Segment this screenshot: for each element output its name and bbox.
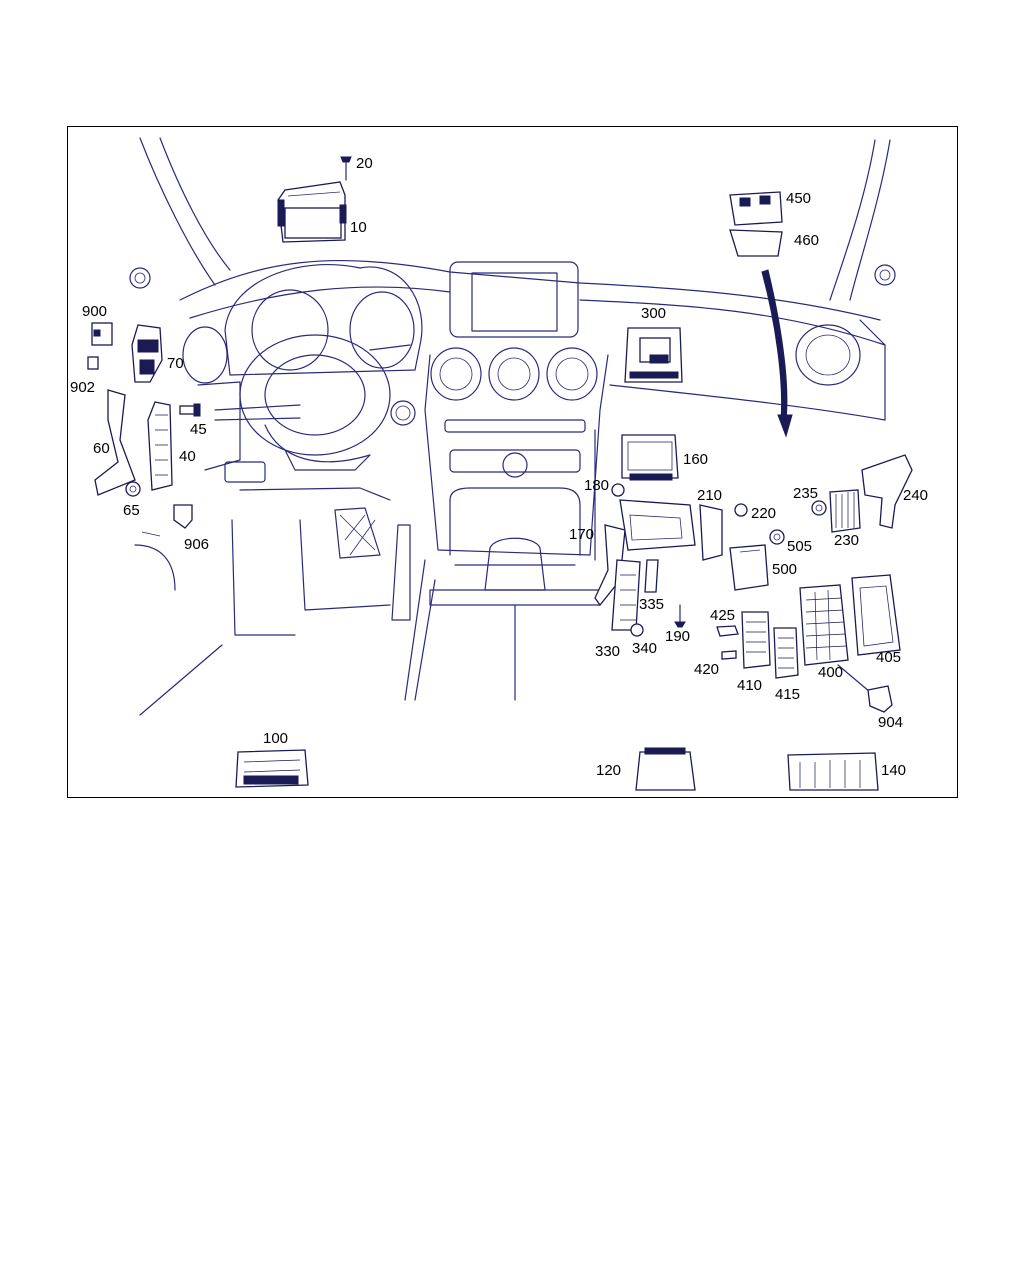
part-405	[851, 574, 901, 656]
part-220	[734, 503, 748, 517]
label-335: 335	[639, 596, 664, 613]
label-65: 65	[123, 502, 140, 519]
part-120	[635, 747, 696, 791]
part-70	[131, 324, 163, 383]
part-labels: 20 10 450 460 900 70 902 300 45 60 40 16…	[70, 155, 928, 779]
part-45	[179, 403, 201, 417]
part-230	[829, 489, 861, 533]
part-425	[716, 625, 739, 637]
label-400: 400	[818, 664, 843, 681]
label-20: 20	[356, 155, 373, 172]
label-230: 230	[834, 532, 859, 549]
part-65	[125, 481, 141, 497]
part-180	[611, 483, 625, 497]
label-906: 906	[184, 536, 209, 553]
part-330	[611, 559, 641, 631]
label-340: 340	[632, 640, 657, 657]
part-902	[87, 356, 99, 370]
label-140: 140	[881, 762, 906, 779]
parts	[87, 156, 913, 791]
label-160: 160	[683, 451, 708, 468]
label-240: 240	[903, 487, 928, 504]
part-900	[91, 322, 113, 346]
label-330: 330	[595, 643, 620, 660]
part-906	[173, 504, 193, 529]
label-235: 235	[793, 485, 818, 502]
label-40: 40	[179, 448, 196, 465]
label-410: 410	[737, 677, 762, 694]
part-190	[674, 604, 686, 628]
label-460: 460	[794, 232, 819, 249]
part-40	[147, 401, 173, 491]
part-235	[811, 500, 827, 516]
label-425: 425	[710, 607, 735, 624]
label-170: 170	[569, 526, 594, 543]
part-460	[729, 229, 783, 257]
pointer-arrow	[761, 269, 793, 438]
part-335	[644, 559, 659, 593]
label-420: 420	[694, 661, 719, 678]
label-180: 180	[584, 477, 609, 494]
part-450	[729, 191, 783, 226]
part-210	[699, 504, 723, 561]
label-120: 120	[596, 762, 621, 779]
label-100: 100	[263, 730, 288, 747]
label-900: 900	[82, 303, 107, 320]
label-300: 300	[641, 305, 666, 322]
part-410	[741, 611, 771, 669]
part-60	[94, 389, 136, 496]
part-400	[799, 584, 871, 693]
part-505	[769, 529, 785, 545]
part-170	[594, 499, 696, 607]
label-500: 500	[772, 561, 797, 578]
part-100	[235, 749, 309, 788]
part-140	[787, 752, 879, 791]
label-60: 60	[93, 440, 110, 457]
label-70: 70	[167, 355, 184, 372]
dashboard-outline	[129, 137, 896, 716]
label-210: 210	[697, 487, 722, 504]
part-300	[624, 327, 683, 383]
part-415	[773, 627, 799, 679]
label-450: 450	[786, 190, 811, 207]
part-904	[867, 685, 893, 713]
label-10: 10	[350, 219, 367, 236]
label-45: 45	[190, 421, 207, 438]
part-20	[340, 156, 352, 181]
part-420	[721, 650, 737, 660]
part-340	[630, 623, 644, 637]
label-405: 405	[876, 649, 901, 666]
part-240	[861, 454, 913, 529]
label-415: 415	[775, 686, 800, 703]
part-500	[729, 544, 769, 591]
label-902: 902	[70, 379, 95, 396]
label-220: 220	[751, 505, 776, 522]
label-190: 190	[665, 628, 690, 645]
label-904: 904	[878, 714, 903, 731]
diagram-frame	[67, 126, 958, 798]
part-160	[621, 434, 679, 481]
part-10	[277, 181, 347, 243]
label-505: 505	[787, 538, 812, 555]
